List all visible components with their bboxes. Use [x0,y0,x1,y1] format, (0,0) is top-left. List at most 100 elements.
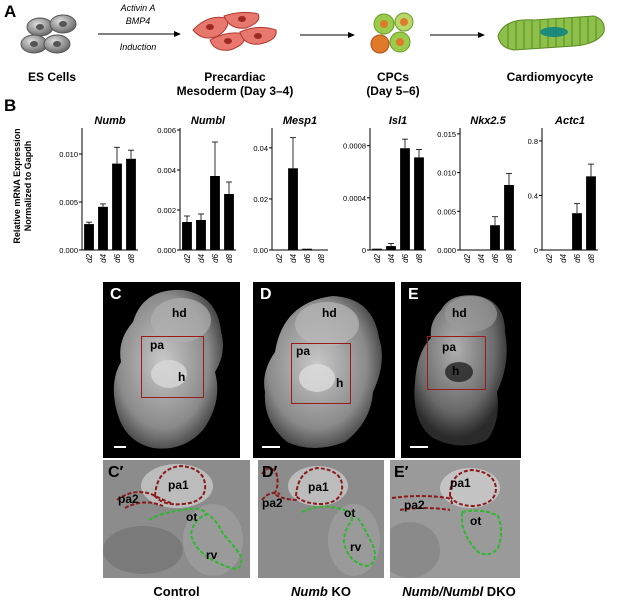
mesoderm-cells-icon [192,11,277,51]
label-h: h [336,376,344,390]
label-ot: ot [186,510,198,524]
panel-d-prime-letter: D′ [262,464,278,481]
x-tick-label: d8 [415,253,424,262]
arrow-label-induction: Induction [119,42,157,52]
chart-title: Nkx2.5 [470,115,506,127]
scale-bar [410,446,428,448]
stage-label-mesoderm: Precardiac Mesoderm (Day 3–4) [176,70,294,98]
arrow-right-icon [300,32,355,38]
bar-d8 [126,158,136,250]
y-tick-label: 0.8 [528,137,538,146]
label-h: h [178,370,186,384]
y-tick-label: 0.010 [59,150,78,159]
panel-e-prime-letter: E′ [394,464,409,481]
x-tick-label: d6 [303,253,312,262]
bar-d6 [572,213,582,250]
chart-title: Numb [94,115,125,127]
panel-b-letter: B [4,96,17,115]
x-tick-label: d4 [559,253,568,262]
label-pa2: pa2 [262,496,283,510]
label-pa: pa [442,340,457,354]
bar-d2 [182,222,192,250]
chart-title: Actc1 [554,115,585,127]
y-tick-label: 0.00 [253,246,268,255]
label-hd: hd [452,306,467,320]
x-tick-label: d6 [491,253,500,262]
bar-d4 [386,246,396,250]
y-tick-label: 0.4 [528,191,538,200]
stage-label-cardiomyocyte: Cardiomyocyte [506,70,594,84]
x-tick-label: d2 [463,253,472,262]
y-tick-label: 0.005 [437,207,456,216]
y-tick-label: 0.015 [437,130,456,139]
roi-box [291,343,351,404]
label-pa2: pa2 [118,492,139,506]
x-tick-label: d8 [127,253,136,262]
label-pa: pa [296,344,311,358]
label-pa1: pa1 [450,476,471,490]
label-rv: rv [350,540,362,554]
y-tick-label: 0.000 [59,246,78,255]
bar-d4 [288,168,298,250]
x-tick-label: d2 [85,253,94,262]
arrow-label-activin: Activin A [120,3,156,13]
bar-d2 [372,248,382,250]
panel-c-prime-letter: C′ [108,464,124,481]
y-tick-label: 0.006 [157,126,176,135]
x-tick-label: d2 [373,253,382,262]
x-tick-label: d4 [197,253,206,262]
arrow-label-bmp4: BMP4 [125,16,151,26]
zoom-photo-numb-numbl-dko [390,460,520,578]
roi-box [427,336,486,390]
x-tick-label: d4 [289,253,298,262]
x-tick-label: d8 [587,253,596,262]
bar-d6 [302,248,312,250]
cpc-cells-icon [370,12,414,54]
label-ot: ot [470,514,482,528]
bar-d6 [210,176,220,250]
panel-c-letter: C [110,286,122,303]
stage-label-es-cells: ES Cells [27,70,77,84]
caption-numb-ko: Numb KO [291,584,351,599]
y-tick-label: 0.000 [157,246,176,255]
y-tick-label: 0.010 [437,169,456,178]
x-tick-label: d8 [505,253,514,262]
chart-title: Numbl [191,115,226,127]
y-tick-label: 0 [534,246,538,255]
bar-d6 [112,163,122,250]
label-pa1: pa1 [308,480,329,494]
bar-d2 [84,224,94,250]
panel-a-letter: A [4,2,17,21]
bar-d8 [224,194,234,250]
embryo-photo-control [103,282,240,458]
x-tick-label: d2 [545,253,554,262]
bar-d6 [490,225,500,250]
caption-control: Control [153,584,200,599]
label-pa: pa [150,338,165,352]
label-pa1: pa1 [168,478,189,492]
caption-numb-numbl-dko: Numb/Numbl DKO [402,584,516,599]
x-tick-label: d8 [317,253,326,262]
bar-d4 [196,220,206,250]
scale-bar [262,446,280,448]
y-tick-label: 0.005 [59,198,78,207]
arrow-right-icon [430,32,485,38]
panel-e-letter: E [408,286,419,303]
x-tick-label: d6 [113,253,122,262]
y-tick-label: 0.04 [253,144,268,153]
zoom-photo-control [103,460,250,578]
bar-d8 [414,157,424,250]
embryo-photo-numb-ko [253,282,395,458]
y-tick-label: 0.004 [157,166,176,175]
chart-title: Isl1 [389,115,407,127]
y-tick-label: 0.002 [157,206,176,215]
x-tick-label: d8 [225,253,234,262]
roi-box [141,336,204,398]
panel-d-letter: D [260,286,272,303]
bar-d6 [400,148,410,250]
x-tick-label: d4 [387,253,396,262]
y-tick-label: 0 [362,246,366,255]
label-hd: hd [172,306,187,320]
scale-bar [114,446,126,448]
